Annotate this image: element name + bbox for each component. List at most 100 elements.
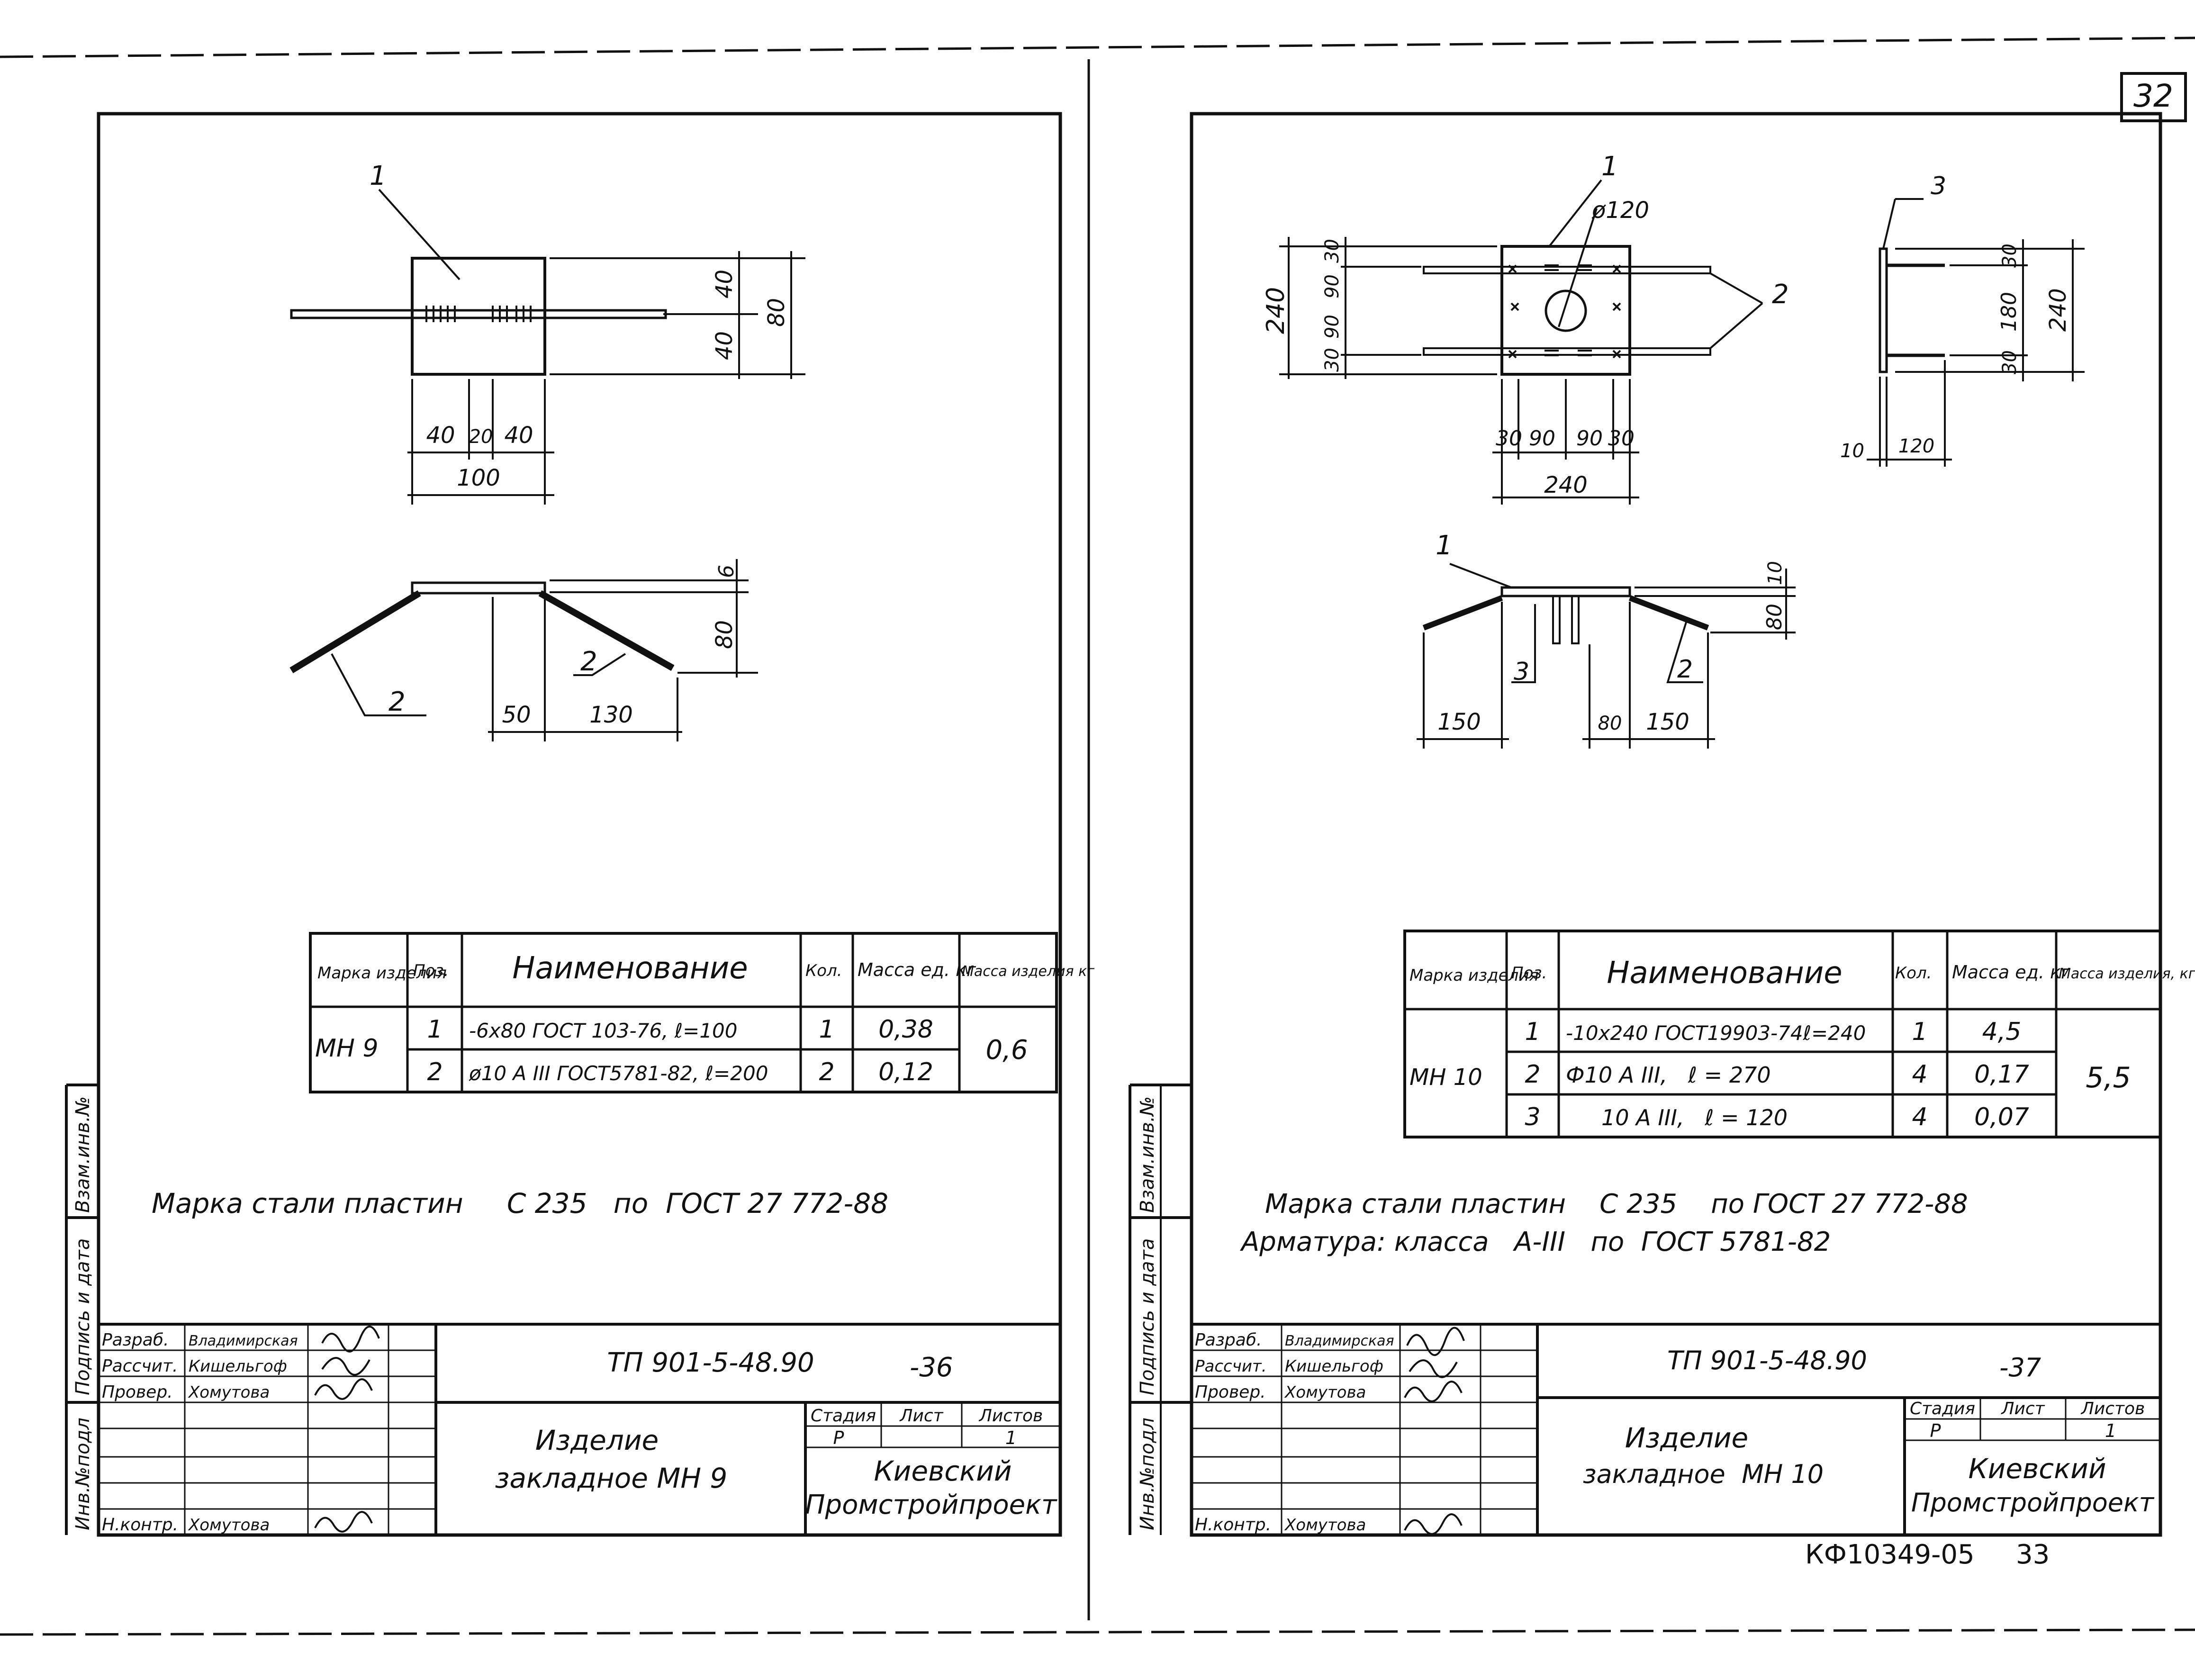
right-plan-view: 1 ø120 2 240 30 90 90 30 [1262,151,1789,505]
right-sheets: 1 [2105,1420,2116,1441]
stamp-inv-podl-r: Инв.№подл [1137,1418,1158,1530]
left-th-mark: Марка изделия [317,964,447,983]
right-row-2-mass: 0,07 [1974,1103,2029,1131]
right-org-line2: Промстройпроект [1911,1488,2155,1517]
footer-code: КФ10349-05 [1805,1539,1975,1570]
right-dim-left-3: 30 [1321,348,1343,372]
left-signature-1 [321,1357,370,1376]
right-signature-6 [1404,1513,1463,1535]
right-th-pos: Поз. [1511,964,1547,983]
left-dim-right-0: 40 [711,270,738,298]
right-item-line1: Изделие [1625,1422,1748,1454]
right-item-line2: закладное МН 10 [1583,1459,1824,1489]
right-side-view: 3 30 180 30 240 10 120 [1840,172,2085,467]
right-dim-left-1: 90 [1321,274,1343,298]
right-elev-bottom-0: 150 [1437,709,1481,735]
left-item-line1: Изделие [535,1424,659,1456]
left-org-line1: Киевский [874,1455,1012,1487]
left-dim-thickness: 6 [714,565,739,578]
left-row-1-name: ø10 А ІІІ ГОСТ5781-82, ℓ=200 [469,1062,768,1085]
right-doc-code: ТП 901-5-48.90 [1667,1346,1867,1375]
right-side-dim-total: 240 [2045,288,2071,332]
sheet-edges [0,36,2195,1636]
left-signature-2 [314,1378,373,1400]
right-row-0-name: -10x240 ГОСТ19903-74ℓ=240 [1566,1021,1866,1045]
left-row-0-qty: 1 [819,1015,834,1044]
right-name-2: Хомутова [1284,1383,1366,1402]
left-row-0-pos: 1 [427,1015,443,1044]
right-signature-0 [1406,1327,1465,1356]
left-sheet-code: -36 [910,1352,953,1383]
left-dim-bottom-0: 50 [502,702,531,728]
left-note-0: Марка стали пластин С 235 по ГОСТ 27 772… [152,1187,888,1219]
left-item-line2: закладное МН 9 [495,1462,728,1494]
left-total-mass: 0,6 [985,1035,1028,1066]
left-dim-top-2: 40 [504,422,533,449]
right-row-1-qty: 4 [1912,1060,1927,1089]
right-side-dim-1: 180 [1997,292,2021,332]
right-th-mark: Марка изделия [1409,966,1539,985]
right-pos1-label-b: 1 [1436,530,1453,561]
right-pos3-label: 3 [1931,172,1946,200]
left-plan-view: 1 40 20 40 100 40 40 [290,161,805,505]
left-org-line2: Промстройпроект [805,1490,1057,1520]
right-side-dim-0: 30 [1999,244,2021,268]
right-side-stamp: Инв.№подл Подпись и дата Взам.инв.№ [1129,1084,1192,1535]
left-spec-table: Марка изделия Поз. Наименование Кол. Мас… [309,932,1094,1093]
stamp-vzam-inv-r: Взам.инв.№ [1137,1096,1158,1213]
right-elevation-view: 1 3 2 10 80 150 80 150 [1417,530,1796,749]
left-row-1-mass: 0,12 [878,1058,933,1086]
right-sheets-label: Листов [2080,1399,2145,1418]
left-sheet-label: Лист [899,1406,943,1426]
left-side-stamp: Инв.№подл Подпись и дата Взам.инв.№ [65,1084,99,1535]
right-side-dim-bottom-1: 120 [1898,435,1934,457]
left-dim-bottom-1: 130 [589,702,633,728]
right-row-1-name: Ф10 А ІІІ, ℓ = 270 [1566,1062,1771,1088]
page-number-box [2120,72,2187,122]
right-dim-bottom-3: 30 [1608,426,1635,451]
right-elev-bottom-1: 80 [1598,713,1622,734]
right-hole-dim: ø120 [1591,197,1649,224]
left-th-pos: Поз. [413,961,449,980]
plate-1-plan [411,257,546,376]
hole-120 [1545,289,1587,332]
left-dim-total: 100 [457,465,500,491]
right-role-1: Рассчит. [1195,1357,1267,1376]
left-signature-0 [321,1326,380,1353]
left-name-0: Владимирская [189,1333,298,1349]
right-name-1: Кишельгоф [1285,1357,1383,1376]
right-th-name: Наименование [1607,956,1842,991]
left-sheet: Инв.№подл Подпись и дата Взам.инв.№ 1 [65,112,1094,1537]
right-dim-left-2: 90 [1321,315,1343,339]
right-signature-2 [1404,1381,1463,1402]
left-dim-top-0: 40 [426,422,455,449]
left-pos1-label: 1 [370,161,387,191]
right-row-2-name: 10 А ІІІ, ℓ = 120 [1601,1105,1788,1130]
right-side-dim-2: 30 [1999,350,2021,374]
stamp-podpis-data-r: Подпись и дата [1137,1238,1158,1395]
right-pos2-label: 2 [1772,279,1789,310]
right-row-0-pos: 1 [1525,1018,1540,1046]
right-spec-table: Марка изделия Поз. Наименование Кол. Мас… [1403,930,2195,1138]
right-elev-bottom-2: 150 [1646,709,1689,735]
right-role-6: Н.контр. [1195,1515,1271,1535]
right-name-6: Хомутова [1284,1516,1366,1535]
plate-1-plan-r [1500,245,1631,376]
left-title-block: Разраб. Рассчит. Провер. Н.контр. Владим… [99,1323,1060,1535]
left-row-1-qty: 2 [819,1058,834,1086]
right-sheet: Инв.№подл Подпись и дата Взам.инв.№ 1 ø1… [1129,112,2195,1570]
left-name-6: Хомутова [188,1516,270,1535]
left-name-2: Хомутова [188,1383,270,1402]
left-th-qty: Кол. [805,961,842,980]
left-sheets-label: Листов [978,1406,1043,1426]
left-dim-right-1: 40 [711,331,738,360]
left-doc-code: ТП 901-5-48.90 [607,1347,814,1378]
right-frame [1190,112,2162,1537]
right-pos2-label-b: 2 [1677,655,1693,684]
left-pos2-label-a: 2 [388,686,406,717]
left-th-name: Наименование [512,951,748,986]
right-row-2-qty: 4 [1912,1103,1927,1131]
left-pos2-label-b: 2 [580,646,597,677]
right-row-1-mass: 0,17 [1974,1060,2029,1089]
